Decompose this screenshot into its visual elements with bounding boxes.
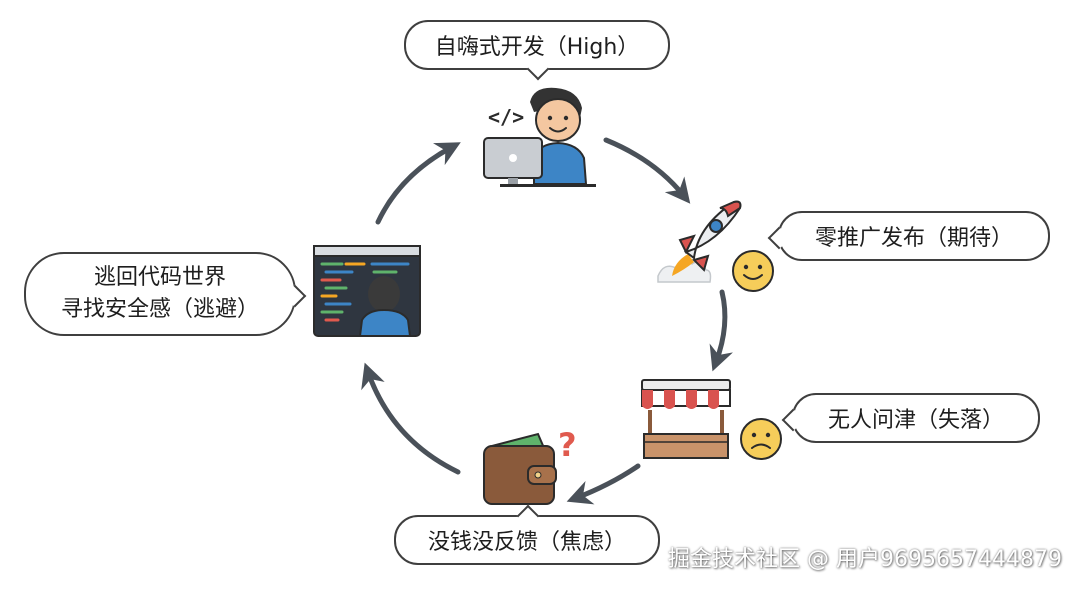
svg-text:</>: </> [488, 105, 524, 129]
step-nobody-label: 无人问津（失落） [827, 408, 1004, 433]
step-develop-label: 自嗨式开发（High） [434, 35, 640, 60]
coder-at-monitor-icon [313, 245, 421, 337]
step-escape-label-line1: 逃回代码世界 [93, 265, 226, 291]
arrow-launch-to-nobody [709, 289, 733, 372]
empty-wallet-question-icon: ? [483, 426, 577, 505]
rocket-icon [657, 200, 742, 283]
sad-face-icon [740, 418, 782, 460]
arrow-develop-to-launch [603, 137, 691, 204]
watermark-text: 掘金技术社区 @ 用户9695657444879 [668, 547, 1062, 572]
svg-text:?: ? [558, 426, 577, 464]
step-anxiety-bubble: 没钱没反馈（焦虑） [394, 504, 660, 565]
step-nobody-bubble: 无人问津（失落） [781, 393, 1040, 443]
step-escape-label-line2: 寻找安全感（逃避） [60, 297, 259, 322]
step-anxiety-label: 没钱没反馈（焦虑） [427, 530, 626, 555]
arrow-escape-to-develop [375, 142, 461, 225]
smiley-face-icon [732, 250, 774, 292]
arrow-nobody-to-anxiety [566, 463, 641, 505]
market-stall-icon [641, 379, 731, 459]
developer-laptop-icon: </> [483, 87, 596, 187]
step-launch-bubble: 零推广发布（期待） [767, 211, 1050, 261]
step-launch-label: 零推广发布（期待） [814, 226, 1013, 251]
step-escape-bubble: 逃回代码世界 寻找安全感（逃避） [24, 252, 307, 336]
arrow-anxiety-to-escape [361, 362, 461, 475]
step-develop-bubble: 自嗨式开发（High） [404, 20, 670, 81]
